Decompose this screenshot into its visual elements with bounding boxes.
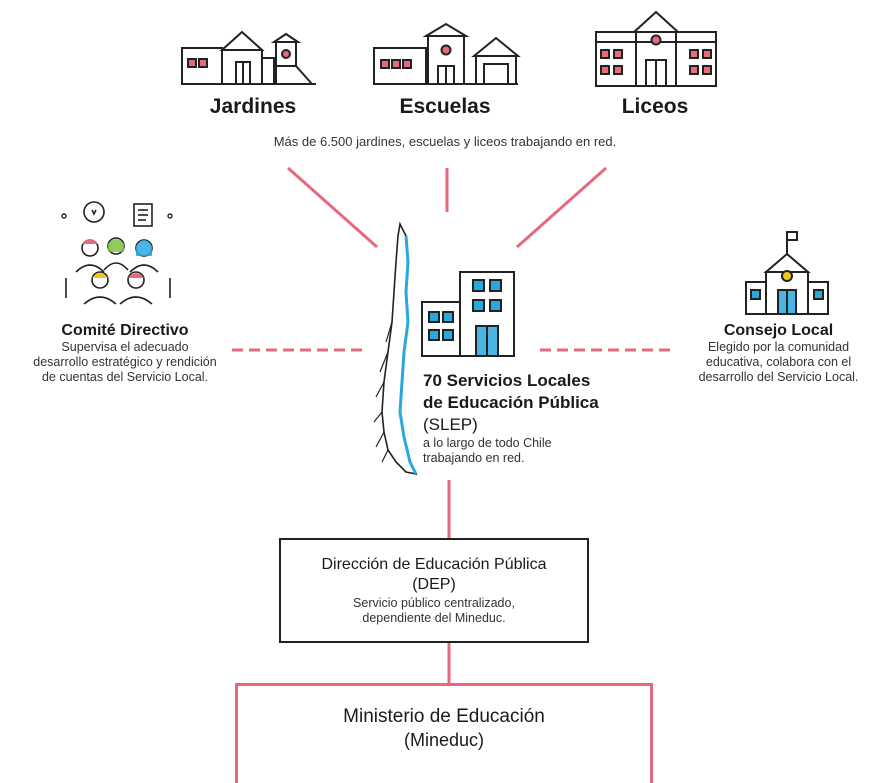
comite-line-3: de cuentas del Servicio Local.	[41, 370, 209, 384]
comite-line-1: Supervisa el adecuado	[61, 340, 189, 354]
slep-abbr: (SLEP)	[423, 415, 478, 434]
top-subtitle: Más de 6.500 jardines, escuelas y liceos…	[273, 134, 617, 149]
line-jardines	[287, 166, 378, 249]
label-liceos: Liceos	[621, 95, 689, 118]
dep-title: Dirección de Educación Pública	[321, 556, 547, 573]
dep-desc-2: dependiente del Mineduc.	[362, 611, 506, 625]
label-escuelas: Escuelas	[399, 95, 491, 118]
line-liceos	[516, 166, 607, 249]
consejo-title: Consejo Local	[723, 322, 834, 339]
dep-abbr: (DEP)	[412, 576, 456, 593]
jardin-building-icon	[181, 30, 316, 85]
mineduc-title: Ministerio de Educación	[343, 706, 545, 727]
consejo-line-1: Elegido por la comunidad	[707, 340, 850, 354]
dep-desc-1: Servicio público centralizado,	[353, 596, 515, 610]
comite-line-2: desarrollo estratégico y rendición	[33, 355, 217, 369]
escuela-building-icon	[373, 22, 521, 85]
slep-block: 70 Servicios Locales de Educación Públic…	[423, 370, 643, 466]
slep-line-2: de Educación Pública	[423, 393, 599, 412]
consejo-line-2: educativa, colabora con el	[705, 355, 852, 369]
slep-desc-1: a lo largo de todo Chile	[423, 436, 552, 450]
label-jardines: Jardines	[209, 95, 297, 118]
comite-title: Comité Directivo	[61, 322, 189, 339]
chile-map-icon	[373, 221, 418, 476]
mineduc-abbr: (Mineduc)	[403, 730, 485, 750]
slep-desc-2: trabajando en red.	[423, 451, 525, 465]
comite-block: Comité Directivo Supervisa el adecuado d…	[20, 322, 230, 385]
slep-building-icon	[421, 271, 515, 357]
connector-lines	[232, 166, 674, 684]
dep-box: Dirección de Educación Pública (DEP) Ser…	[279, 538, 589, 643]
consejo-line-3: desarrollo del Servicio Local.	[698, 370, 859, 384]
consejo-school-icon	[745, 231, 829, 315]
mineduc-box: Ministerio de Educación (Mineduc)	[235, 683, 653, 783]
liceo-building-icon	[595, 10, 717, 87]
people-committee-icon	[61, 201, 173, 305]
slep-line-1: 70 Servicios Locales	[423, 371, 591, 390]
consejo-block: Consejo Local Elegido por la comunidad e…	[676, 322, 881, 385]
